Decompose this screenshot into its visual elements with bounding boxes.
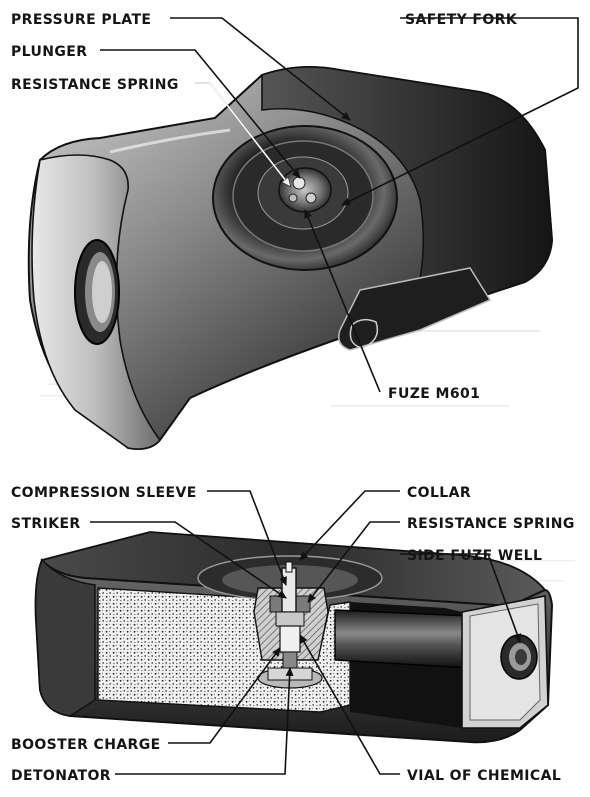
label-compression-sleeve: COMPRESSION SLEEVE bbox=[11, 485, 197, 501]
label-fuze: FUZE M601 bbox=[388, 386, 480, 402]
label-resistance-spring-top: RESISTANCE SPRING bbox=[11, 77, 179, 93]
label-collar: COLLAR bbox=[407, 485, 471, 501]
label-plunger: PLUNGER bbox=[11, 44, 87, 60]
fuze-assembly-cutaway bbox=[253, 561, 329, 689]
svg-text:...: ... bbox=[48, 374, 58, 388]
label-side-fuze-well: SIDE FUZE WELL bbox=[407, 548, 542, 564]
label-resistance-spring-bottom: RESISTANCE SPRING bbox=[407, 516, 575, 532]
label-pressure-plate: PRESSURE PLATE bbox=[11, 12, 151, 28]
cutaway-mine-illustration bbox=[34, 531, 554, 744]
label-detonator: DETONATOR bbox=[11, 768, 111, 784]
fuze-head bbox=[278, 167, 332, 213]
side-fuze-tube bbox=[334, 609, 471, 669]
label-vial-of-chemical: VIAL OF CHEMICAL bbox=[407, 768, 561, 784]
label-striker: STRIKER bbox=[11, 516, 81, 532]
bottom-leaders bbox=[90, 490, 522, 775]
top-leaders bbox=[100, 17, 579, 393]
safety-fork bbox=[338, 267, 492, 351]
assembled-mine-illustration bbox=[27, 66, 554, 450]
label-safety-fork: SAFETY FORK bbox=[405, 12, 518, 28]
label-booster-charge: BOOSTER CHARGE bbox=[11, 737, 161, 753]
